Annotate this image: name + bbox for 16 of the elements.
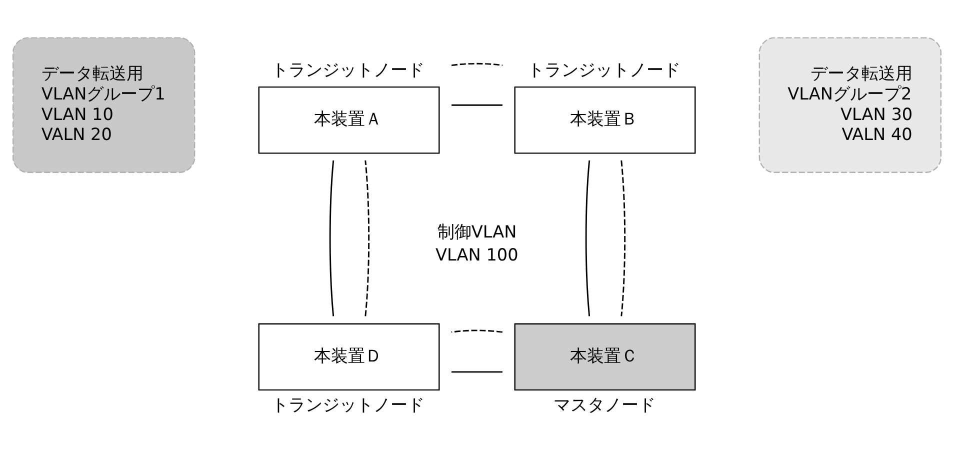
connector (620, 160, 626, 316)
node-box: データ転送用 VLANグループ1 VLAN 10 VALN 20 (12, 36, 196, 172)
node-label: マスタノード (553, 394, 656, 414)
node-label: トランジットノード (271, 394, 424, 414)
connector (364, 160, 370, 316)
node-box: データ転送用 VLANグループ2 VLAN 30 VALN 40 (758, 36, 942, 172)
connector (585, 160, 590, 316)
connector (451, 329, 503, 332)
connector (329, 160, 334, 316)
connector (452, 370, 502, 372)
node-label: トランジットノード (271, 58, 424, 79)
label: 制御VLAN (437, 221, 517, 242)
node-label: トランジットノード (527, 58, 680, 79)
label: VLAN 100 (436, 244, 518, 264)
connector (452, 104, 502, 106)
connector (451, 62, 503, 66)
